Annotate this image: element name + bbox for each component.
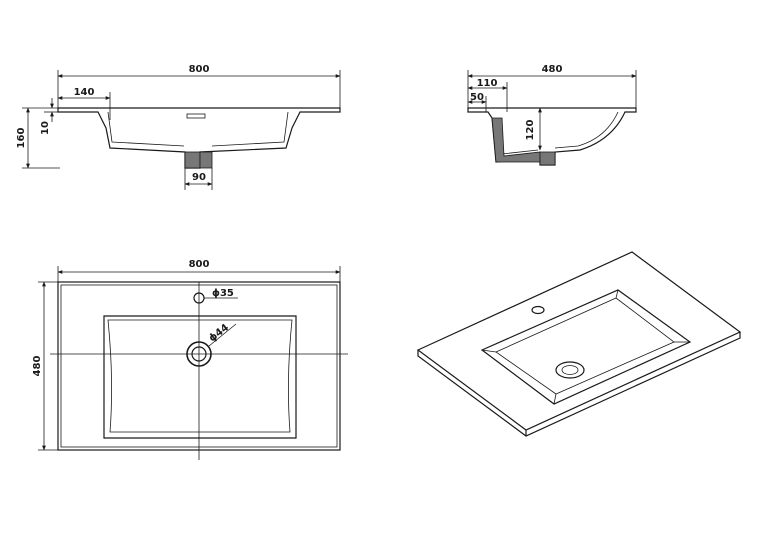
side-drain-hatch	[539, 151, 556, 166]
side-bowl-inner	[499, 111, 619, 155]
front-drain-label: 90	[192, 172, 206, 183]
side-tap-offset-label: 110	[477, 78, 498, 89]
iso-bowl-opening	[480, 289, 692, 405]
top-tap-hole-label: ϕ35	[212, 288, 234, 299]
side-depth-label: 480	[542, 64, 563, 75]
iso-bowl-edge-2	[615, 289, 619, 299]
side-section-view: 480 110 50 120	[467, 64, 637, 166]
front-width-label: 800	[189, 64, 210, 75]
front-height-label: 160	[16, 128, 27, 149]
drain-inner-icon	[191, 346, 207, 362]
side-bowl-depth-label: 120	[525, 120, 536, 141]
front-bowl-inner	[107, 111, 289, 147]
iso-drain-icon	[555, 361, 585, 379]
front-section-view: 800 140 160 10 90	[16, 64, 341, 190]
front-drain-hatch	[184, 151, 201, 169]
iso-bowl-edge-4	[553, 393, 557, 405]
isometric-view	[416, 251, 742, 437]
drain-icon	[186, 341, 212, 367]
drain-leader	[208, 323, 237, 347]
iso-bowl-inner	[495, 297, 675, 395]
top-bowl-inner	[107, 319, 293, 433]
front-drain-hatch-right	[199, 151, 213, 169]
front-thickness-label: 10	[40, 121, 51, 135]
top-bowl-outline	[103, 315, 297, 439]
iso-tap-hole-icon	[531, 305, 545, 315]
top-drain-label: ϕ44	[207, 322, 231, 344]
iso-drain-inner-icon	[561, 365, 579, 375]
side-tap-hole-label: 50	[470, 92, 484, 103]
top-depth-label: 480	[32, 356, 43, 377]
front-overflow-slot	[186, 113, 206, 119]
iso-bowl-edge-1	[481, 349, 497, 353]
front-rim-label: 140	[74, 87, 95, 98]
top-plan-view: ϕ35 ϕ44 800 480	[32, 259, 348, 460]
top-width-label: 800	[189, 259, 210, 270]
iso-top-surface	[416, 251, 742, 431]
